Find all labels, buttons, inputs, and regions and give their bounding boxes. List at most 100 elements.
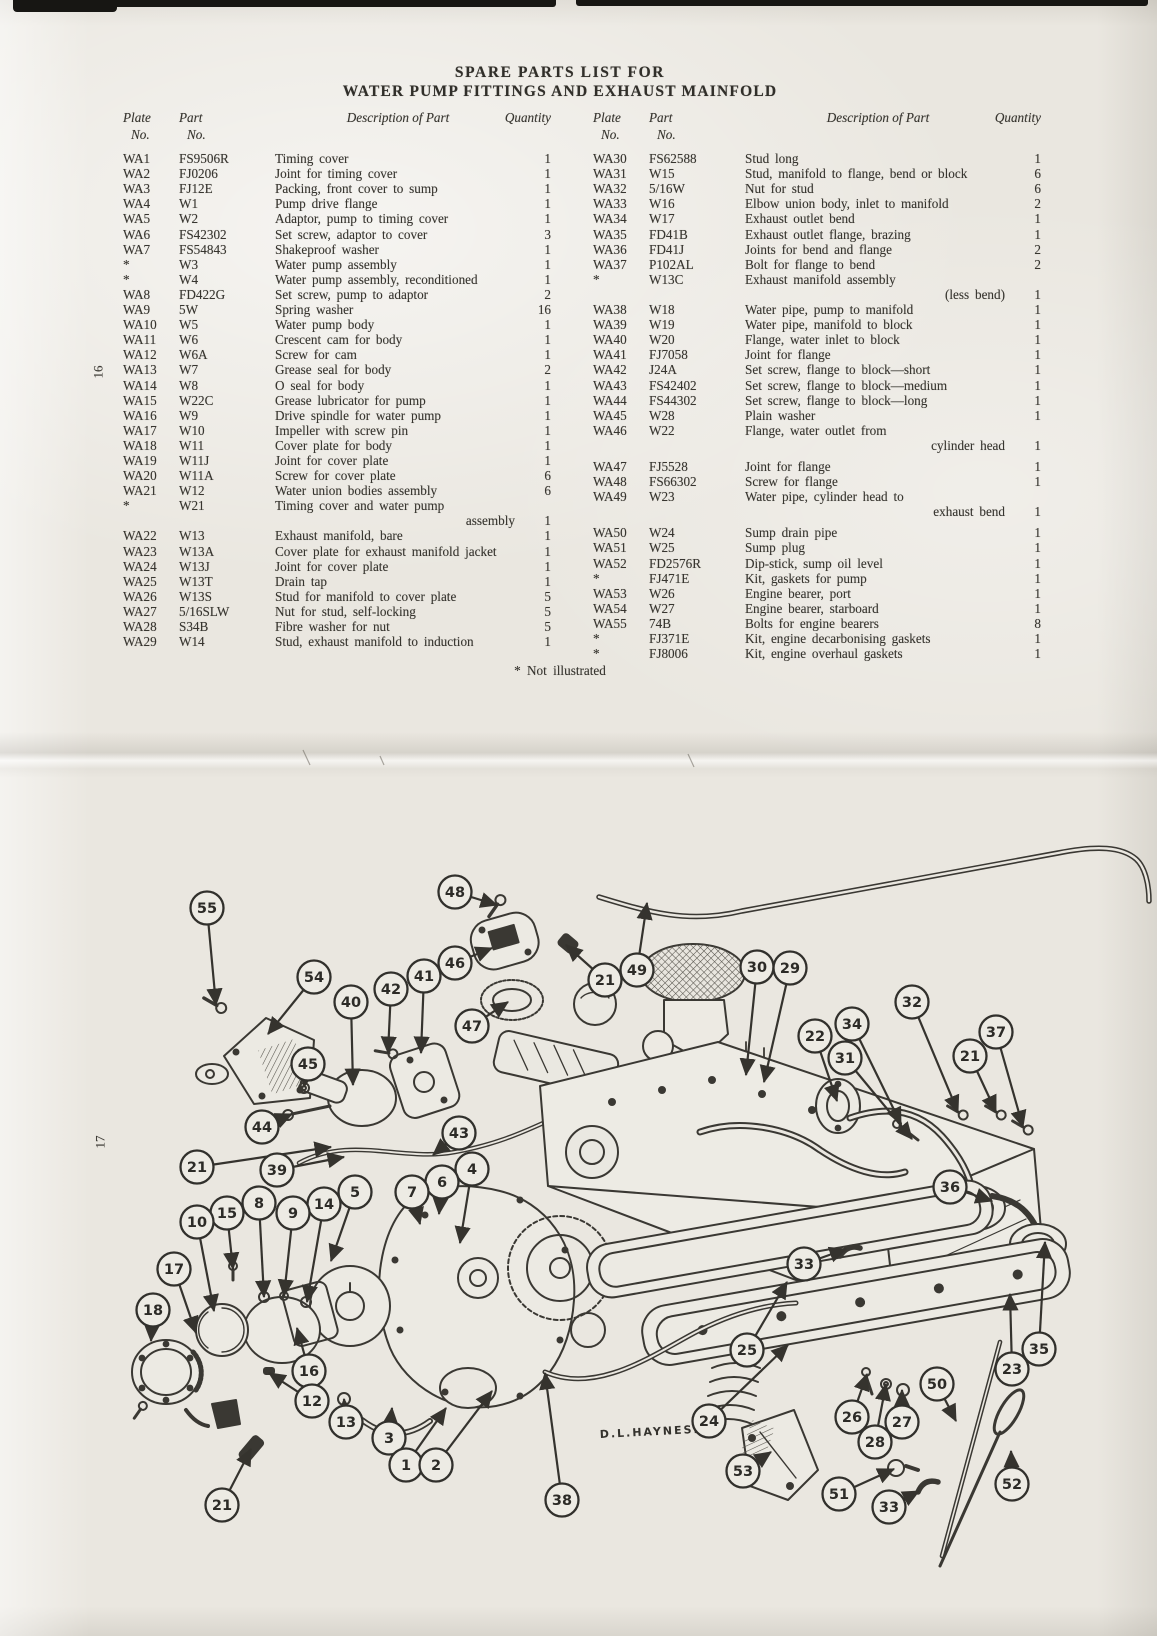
callout-circle-53: [725, 1453, 761, 1489]
callout-number-42: 42: [381, 982, 401, 998]
plate-no: WA29: [123, 634, 157, 650]
quantity: 1: [544, 634, 551, 650]
page-title: SPARE PARTS LIST FOR WATER PUMP FITTINGS…: [0, 64, 1120, 101]
plate-no: WA22: [123, 528, 157, 544]
callout-number-28: 28: [865, 1435, 885, 1451]
quantity: 1: [544, 392, 551, 408]
part-description: Stud for manifold to cover plate: [275, 588, 457, 604]
part-no: FJ7058: [649, 347, 688, 363]
callout-number-44: 44: [252, 1120, 272, 1136]
plate-no: WA20: [123, 468, 157, 484]
callout-number-22: 22: [805, 1029, 825, 1045]
plate-no: WA23: [123, 543, 157, 559]
callout-number-7: 7: [407, 1185, 417, 1201]
part-description: Sump plug: [745, 540, 806, 556]
part-description: Packing, front cover to sump: [275, 181, 438, 197]
part-description: Timing cover and water pump: [275, 498, 445, 514]
callout-number-37: 37: [986, 1025, 1006, 1041]
callout-number-54: 54: [304, 970, 324, 986]
plate-no: WA53: [593, 585, 627, 601]
quantity: 1: [544, 528, 551, 544]
quantity: 1: [1034, 317, 1041, 333]
callout-circle-34: [834, 1006, 870, 1042]
part-description: Drain tap: [275, 573, 327, 589]
part-description: Kit, engine overhaul gaskets: [745, 646, 903, 662]
quantity: 1: [1034, 302, 1041, 318]
leader-line-34: [851, 1023, 902, 1125]
leader-line-35: [1035, 1240, 1053, 1350]
part-description: Impeller with screw pin: [275, 422, 409, 438]
part-no: W21: [179, 498, 205, 514]
callout-number-38: 38: [552, 1493, 572, 1509]
part-no: FJ471E: [649, 570, 690, 586]
callout-circle-25: [729, 1332, 765, 1368]
callout-circle-31: [827, 1040, 863, 1076]
part-description: Set screw, adaptor to cover: [275, 226, 428, 242]
part-no: W1: [179, 196, 199, 212]
part-no: FD41J: [649, 241, 685, 257]
part-description: Water pump body: [275, 317, 375, 333]
part-description: Exhaust manifold assembly: [745, 271, 896, 287]
plate-no: WA35: [593, 226, 627, 242]
part-no: 5/16W: [649, 181, 685, 197]
part-description: Drive spindle for water pump: [275, 407, 442, 423]
plate-no: WA27: [123, 603, 157, 619]
callout-number-5: 5: [350, 1185, 360, 1201]
part-no: W23: [649, 489, 675, 505]
callout-number-29: 29: [780, 961, 800, 977]
plate-no: WA54: [593, 600, 627, 616]
part-description: Engine bearer, starboard: [745, 600, 879, 616]
part-description: Cover plate for exhaust manifold jacket: [275, 543, 497, 559]
part-no: W13: [179, 528, 205, 544]
callout-circle-39: [259, 1152, 295, 1188]
water-pipe: [596, 845, 1152, 920]
callout-circle-21: [952, 1038, 988, 1074]
part-no: W13C: [649, 271, 684, 287]
quantity: 1: [544, 196, 551, 212]
part-description: Sump drain pipe: [745, 525, 838, 541]
part-no: W13A: [179, 543, 215, 559]
quantity: 1: [544, 513, 551, 529]
callout-circle-33: [786, 1246, 822, 1282]
plate-no: *: [593, 646, 600, 662]
plate-no: WA24: [123, 558, 157, 574]
callout-number-30: 30: [747, 960, 767, 976]
quantity: 6: [1034, 166, 1041, 182]
plate-no: WA37: [593, 256, 627, 272]
callout-circle-10: [179, 1204, 215, 1240]
plate-no: WA28: [123, 619, 157, 634]
quantity: 1: [544, 347, 551, 363]
part-description: Crescent cam for body: [275, 332, 403, 348]
callout-circle-43: [441, 1115, 477, 1151]
part-no: W11: [179, 437, 205, 453]
callout-number-45: 45: [298, 1057, 318, 1073]
part-no: W16: [649, 196, 675, 212]
callout-circle-17: [156, 1251, 192, 1287]
callout-number-43: 43: [449, 1126, 469, 1142]
callout-circle-21: [179, 1149, 215, 1185]
part-no: FS62588: [649, 151, 697, 167]
plate-no: WA47: [593, 458, 627, 474]
callout-circle-26: [834, 1399, 870, 1435]
part-description: Stud, exhaust manifold to induction: [275, 634, 474, 650]
callout-circle-40: [333, 984, 369, 1020]
callout-number-23: 23: [1002, 1362, 1022, 1378]
part-no: FS42402: [649, 377, 697, 393]
plate-no: WA43: [593, 377, 627, 393]
plate-no: WA15: [123, 392, 157, 408]
part-no: W15: [649, 166, 675, 182]
leader-line-29: [759, 967, 792, 1084]
part-description: Flange, water outlet from: [745, 422, 887, 438]
small-bolt: [132, 1400, 148, 1420]
quantity: 1: [544, 256, 551, 272]
quantity: 1: [1034, 347, 1041, 363]
callout-number-48: 48: [445, 885, 465, 901]
callout-circle-36: [932, 1169, 968, 1205]
quantity: 5: [544, 619, 551, 634]
part-no: W11J: [179, 452, 210, 468]
